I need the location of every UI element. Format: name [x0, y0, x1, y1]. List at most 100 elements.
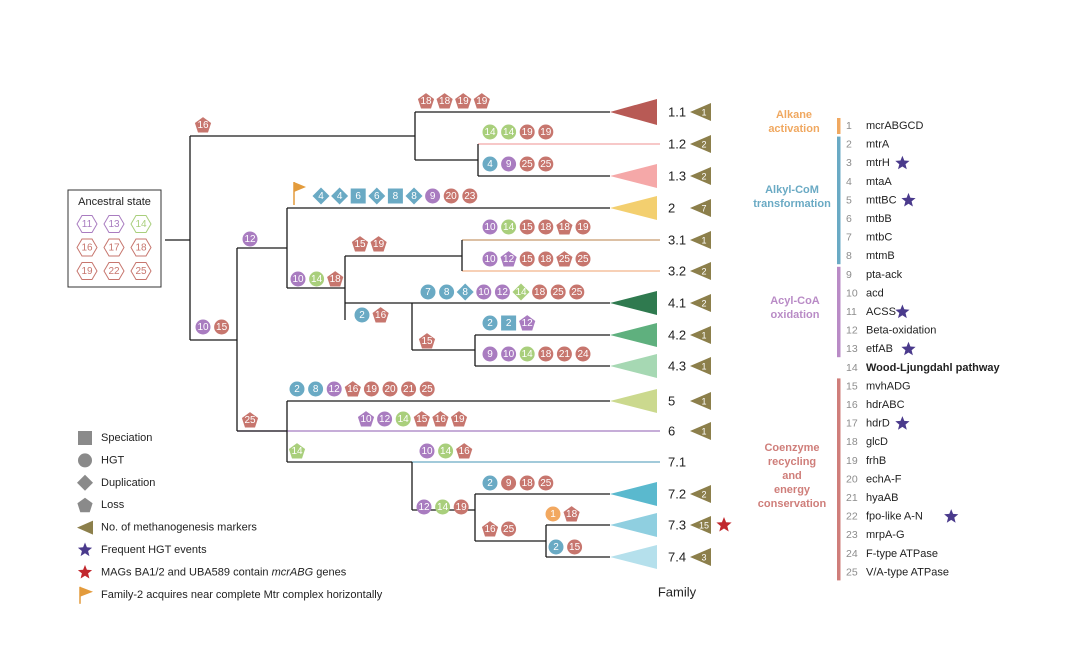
marker-triangle-icon [690, 326, 711, 344]
marker-count: 2 [701, 299, 706, 309]
gene-number: 12 [846, 325, 858, 337]
gene-name: mtbB [866, 213, 892, 225]
gene-number: 21 [846, 492, 858, 504]
gene-number: 19 [846, 455, 858, 467]
event-circle [482, 475, 498, 491]
legend-item: HGT [78, 453, 125, 468]
event-circle [501, 156, 517, 172]
event-number: 12 [329, 384, 341, 395]
event-number: 10 [484, 254, 496, 265]
event-circle [538, 124, 554, 140]
event-number: 16 [347, 384, 359, 395]
event-number: 15 [569, 542, 581, 553]
event-square [350, 188, 366, 204]
family-clade-triangle [610, 164, 657, 188]
gene-name: acd [866, 287, 884, 299]
marker-triangle-icon [690, 422, 711, 440]
event-number: 2 [553, 542, 559, 553]
event-number: 19 [540, 127, 552, 138]
event-pentagon [418, 333, 436, 349]
red-star-icon [77, 564, 93, 579]
event-circle [501, 219, 517, 235]
event-circle [538, 219, 554, 235]
event-number: 25 [577, 254, 589, 265]
event-circle [443, 188, 459, 204]
gene-name: echA-F [866, 473, 902, 485]
family-clade-triangle [610, 513, 657, 537]
event-number: 8 [444, 287, 450, 298]
event-number: 8 [313, 384, 319, 395]
ancestral-hexagon [76, 262, 98, 280]
event-pentagon [556, 251, 573, 267]
family-label: 1.3 [668, 169, 686, 184]
red-star-icon [716, 517, 732, 532]
family-clade-triangle [610, 99, 657, 125]
flag-banner [294, 182, 306, 192]
event-number: 25 [522, 159, 534, 170]
event-number: 15 [421, 336, 433, 347]
circle-icon [78, 453, 92, 468]
legend-label: Speciation [101, 432, 152, 444]
ancestral-number: 22 [108, 266, 120, 277]
legend-label: No. of methanogenesis markers [101, 522, 257, 534]
gene-name: mtmB [866, 250, 895, 262]
gene-number: 10 [846, 287, 858, 299]
event-number: 25 [503, 524, 515, 535]
event-pentagon [344, 381, 361, 397]
ancestral-number: 19 [81, 266, 93, 277]
event-pentagon [450, 411, 468, 427]
event-number: 15 [354, 239, 366, 250]
gene-name: glcD [866, 436, 888, 448]
event-number: 18 [534, 287, 546, 298]
event-circle [382, 381, 398, 397]
event-number: 25 [540, 159, 552, 170]
ancestral-hexagon [103, 238, 125, 257]
event-circle [289, 381, 305, 397]
gene-number: 15 [846, 380, 858, 392]
marker-triangle-icon [690, 135, 711, 153]
legend-item: Duplication [77, 474, 155, 491]
event-number: 12 [497, 287, 509, 298]
event-number: 19 [456, 502, 468, 513]
event-circle [425, 188, 441, 204]
event-circle [420, 284, 436, 300]
event-circle [401, 381, 417, 397]
event-number: 15 [216, 322, 228, 333]
event-number: 19 [577, 222, 589, 233]
event-circle [519, 124, 535, 140]
event-diamond [331, 187, 349, 205]
event-pentagon [372, 307, 389, 323]
category-label: recycling [768, 456, 816, 468]
family-clade-triangle [610, 354, 657, 378]
event-circle [550, 284, 566, 300]
legend-label: Family-2 acquires near complete Mtr comp… [101, 589, 383, 601]
event-number: 18 [540, 222, 552, 233]
family-clade-triangle [610, 291, 657, 315]
event-number: 4 [318, 191, 324, 202]
marker-count: 2 [701, 172, 706, 182]
event-number: 15 [416, 414, 428, 425]
square-icon [78, 431, 92, 445]
event-number: 2 [294, 384, 300, 395]
legend-label: Loss [101, 499, 125, 511]
event-circle [462, 188, 478, 204]
event-number: 8 [411, 191, 417, 202]
event-number: 14 [311, 274, 323, 285]
event-circle [501, 346, 517, 362]
event-circle [569, 284, 585, 300]
category-bar-acyl [837, 266, 841, 358]
phylogenetic-tree [165, 111, 660, 558]
event-number: 16 [435, 414, 447, 425]
marker-blank [690, 453, 711, 471]
event-number: 16 [375, 310, 387, 321]
event-number: 10 [478, 287, 490, 298]
